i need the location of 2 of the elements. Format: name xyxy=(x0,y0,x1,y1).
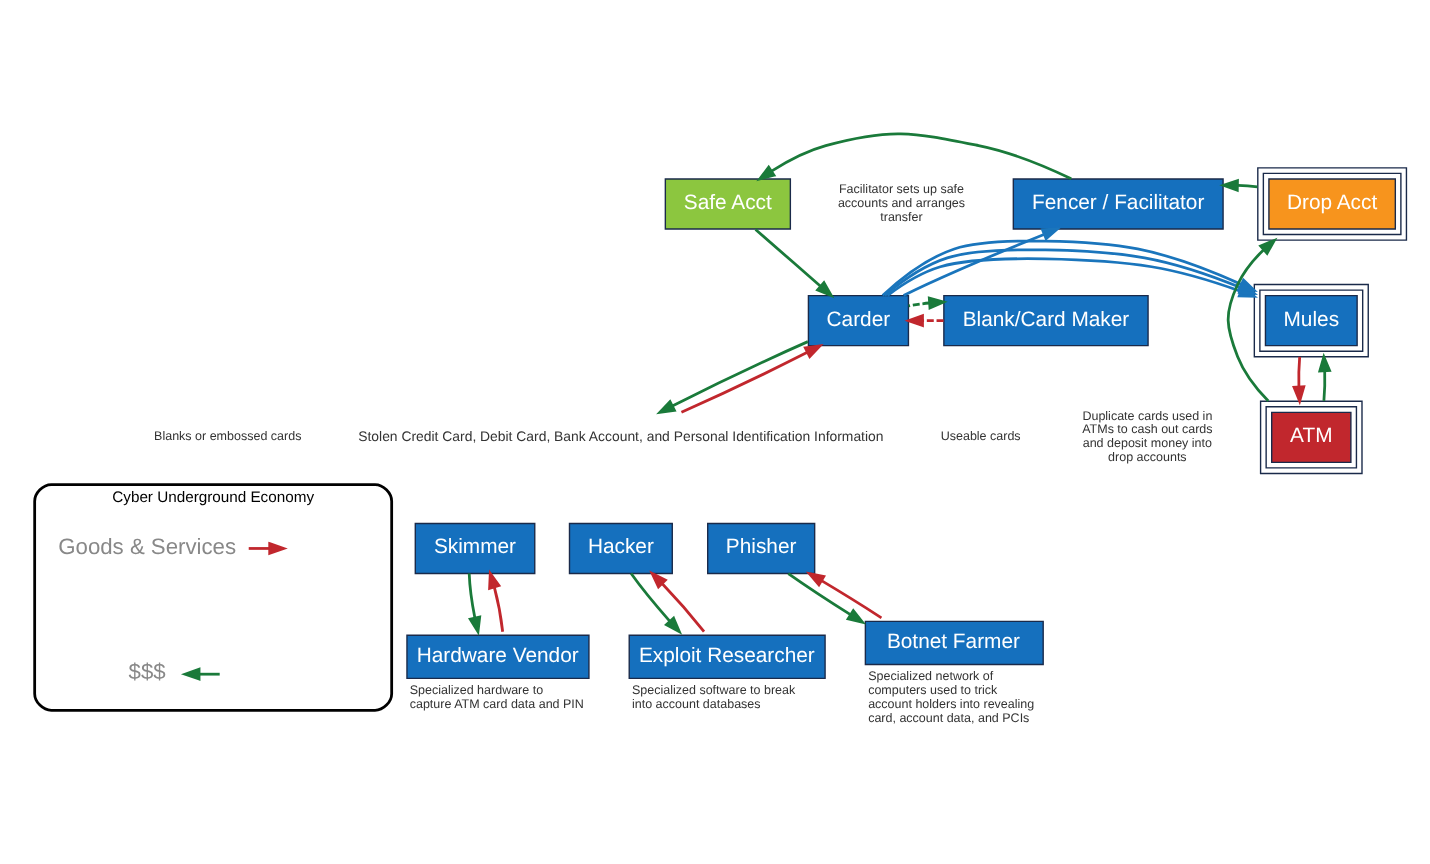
node-text: $$$ xyxy=(128,661,166,686)
node-text: Goods & Services xyxy=(58,535,237,560)
